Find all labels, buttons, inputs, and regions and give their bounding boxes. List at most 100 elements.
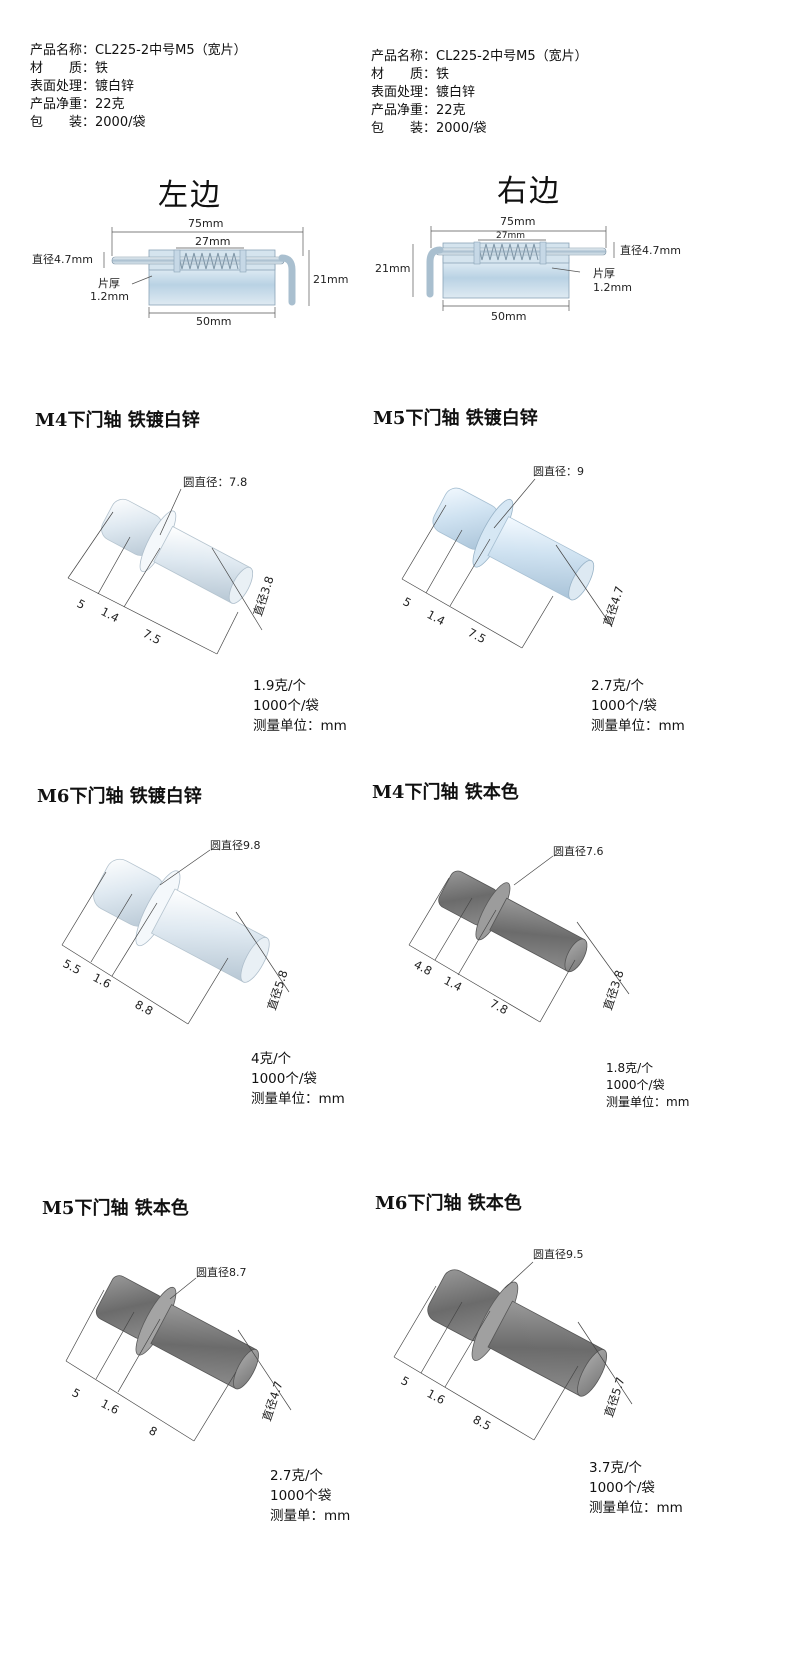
- spec-row: 产品名称：CL225-2中号M5（宽片）: [371, 49, 588, 64]
- unit: 测量单位：mm: [606, 1095, 690, 1109]
- dim-d1: 5.5: [61, 956, 84, 977]
- product-title: M4下门轴 铁本色: [372, 782, 519, 803]
- weight: 1.9克/个: [253, 678, 307, 694]
- unit: 测量单位：mm: [591, 718, 685, 734]
- dim-dia: 直径4.7: [601, 584, 627, 628]
- product-meta: 2.7克/个 1000个/袋 测量单位：mm: [591, 676, 685, 736]
- pin-m5-iron: [95, 1275, 259, 1390]
- dim-diameter: 直径4.7mm: [32, 252, 93, 266]
- dim-d3: 8.5: [471, 1412, 494, 1433]
- product-meta: 1.8克/个 1000个/袋 测量单位：mm: [606, 1060, 689, 1111]
- dim-dia: 直径3.8: [601, 968, 627, 1012]
- dim-overall: 75mm: [188, 217, 223, 230]
- weight: 2.7克/个: [270, 1468, 324, 1484]
- dim-thick-value: 1.2mm: [593, 281, 632, 294]
- dim-d1: 5: [70, 1385, 83, 1401]
- spec-row: 材 质：铁: [371, 67, 450, 82]
- dim-d2: 1.4: [99, 604, 122, 625]
- dim-circle: 圆直径8.7: [196, 1265, 247, 1279]
- dim-dia: 直径4.7: [260, 1379, 286, 1423]
- dim-d3: 8: [147, 1423, 160, 1439]
- dim-height: 21mm: [375, 262, 410, 275]
- dim-d2: 1.6: [425, 1386, 448, 1407]
- dim-d2: 1.6: [99, 1396, 122, 1417]
- dim-d2: 1.4: [442, 973, 465, 994]
- product-title: M5下门轴 铁镀白锌: [373, 408, 538, 429]
- latch-left-drawing: 75mm 27mm 50mm 直径4.7mm 21mm 片厚 1.2mm: [32, 217, 348, 328]
- pack: 1000个/袋: [251, 1071, 317, 1087]
- latch-plate: [148, 264, 276, 306]
- dim-thick-label: 片厚: [98, 277, 120, 290]
- product-meta: 1.9克/个 1000个/袋 测量单位：mm: [253, 676, 347, 736]
- dim-diameter: 直径4.7mm: [620, 243, 681, 257]
- dim-d1: 5: [399, 1373, 412, 1389]
- weight: 1.8克/个: [606, 1061, 654, 1075]
- spec-block-right: 产品名称：CL225-2中号M5（宽片） 材 质：铁 表面处理：镀白锌 产品净重…: [371, 48, 588, 138]
- pack: 1000个/袋: [591, 698, 657, 714]
- pin-m5-zinc: [432, 487, 595, 601]
- dim-dia: 直径5.7: [602, 1375, 628, 1419]
- spec-row: 产品净重：22克: [371, 103, 466, 118]
- product-meta: 2.7克/个 1000个袋 测量单：mm: [270, 1466, 350, 1526]
- spec-block-left: 产品名称：CL225-2中号M5（宽片） 材 质：铁 表面处理：镀白锌 产品净重…: [30, 42, 247, 132]
- pin-m6-zinc: [93, 858, 270, 983]
- latch-right-title: 右边: [497, 174, 561, 209]
- dim-circle: 圆直径7.6: [553, 844, 604, 858]
- pack: 1000个/袋: [253, 698, 319, 714]
- latch-spring: [477, 243, 539, 261]
- spec-row: 材 质：铁: [30, 61, 109, 76]
- dim-dia: 直径5.8: [265, 968, 291, 1012]
- unit: 测量单：mm: [270, 1508, 351, 1524]
- product-title: M6下门轴 铁镀白锌: [37, 786, 202, 807]
- product-meta: 4克/个 1000个/袋 测量单位：mm: [251, 1049, 345, 1109]
- dim-circle: 圆直径：9: [533, 464, 584, 478]
- pack: 1000个/袋: [606, 1078, 665, 1092]
- latch-left-title: 左边: [158, 178, 222, 213]
- weight: 3.7克/个: [589, 1460, 643, 1476]
- pin-m4-iron: [438, 870, 588, 973]
- product-title: M5下门轴 铁本色: [42, 1198, 189, 1219]
- spec-row: 包 装：2000/袋: [371, 121, 487, 136]
- dim-circle: 圆直径9.8: [210, 838, 261, 852]
- pack: 1000个袋: [270, 1488, 332, 1504]
- dim-d1: 5: [401, 594, 414, 610]
- dim-thick-label: 片厚: [593, 267, 615, 280]
- dim-thick-value: 1.2mm: [90, 290, 129, 303]
- dim-height: 21mm: [313, 273, 348, 286]
- latch-plate: [442, 257, 570, 299]
- dim-circle: 圆直径9.5: [533, 1247, 584, 1261]
- spec-row: 包 装：2000/袋: [30, 115, 146, 130]
- latch-spring: [177, 252, 239, 270]
- dim-d3: 7.8: [488, 996, 511, 1017]
- spec-row: 表面处理：镀白锌: [30, 79, 135, 94]
- dim-circle: 圆直径：7.8: [183, 475, 247, 489]
- dim-d2: 1.6: [91, 970, 114, 991]
- pack: 1000个/袋: [589, 1480, 655, 1496]
- dim-dia: 直径3.8: [251, 574, 277, 618]
- unit: 测量单位：mm: [589, 1500, 683, 1516]
- dim-spring: 27mm: [195, 235, 230, 248]
- weight: 2.7克/个: [591, 678, 645, 694]
- dim-plate: 50mm: [196, 315, 231, 328]
- dim-d3: 8.8: [133, 997, 156, 1018]
- spec-row: 表面处理：镀白锌: [371, 85, 476, 100]
- product-title: M4下门轴 铁镀白锌: [35, 410, 200, 431]
- spec-row: 产品名称：CL225-2中号M5（宽片）: [30, 43, 247, 58]
- pin-m6-iron: [427, 1269, 608, 1397]
- dim-d2: 1.4: [425, 607, 448, 628]
- dim-d1: 5: [75, 596, 88, 612]
- dim-d3: 7.5: [141, 626, 164, 647]
- dim-spring: 27mm: [496, 231, 525, 241]
- unit: 测量单位：mm: [251, 1091, 345, 1107]
- dim-d1: 4.8: [412, 957, 435, 978]
- dim-overall: 75mm: [500, 215, 535, 228]
- pin-m4-zinc: [101, 498, 254, 604]
- dim-plate: 50mm: [491, 310, 526, 323]
- weight: 4克/个: [251, 1051, 292, 1067]
- product-meta: 3.7克/个 1000个/袋 测量单位：mm: [589, 1458, 683, 1518]
- unit: 测量单位：mm: [253, 718, 347, 734]
- product-title: M6下门轴 铁本色: [375, 1193, 522, 1214]
- latch-right-drawing: 75mm 27mm 50mm 直径4.7mm 21mm 片厚 1.2mm: [375, 215, 681, 323]
- spec-row: 产品净重：22克: [30, 97, 125, 112]
